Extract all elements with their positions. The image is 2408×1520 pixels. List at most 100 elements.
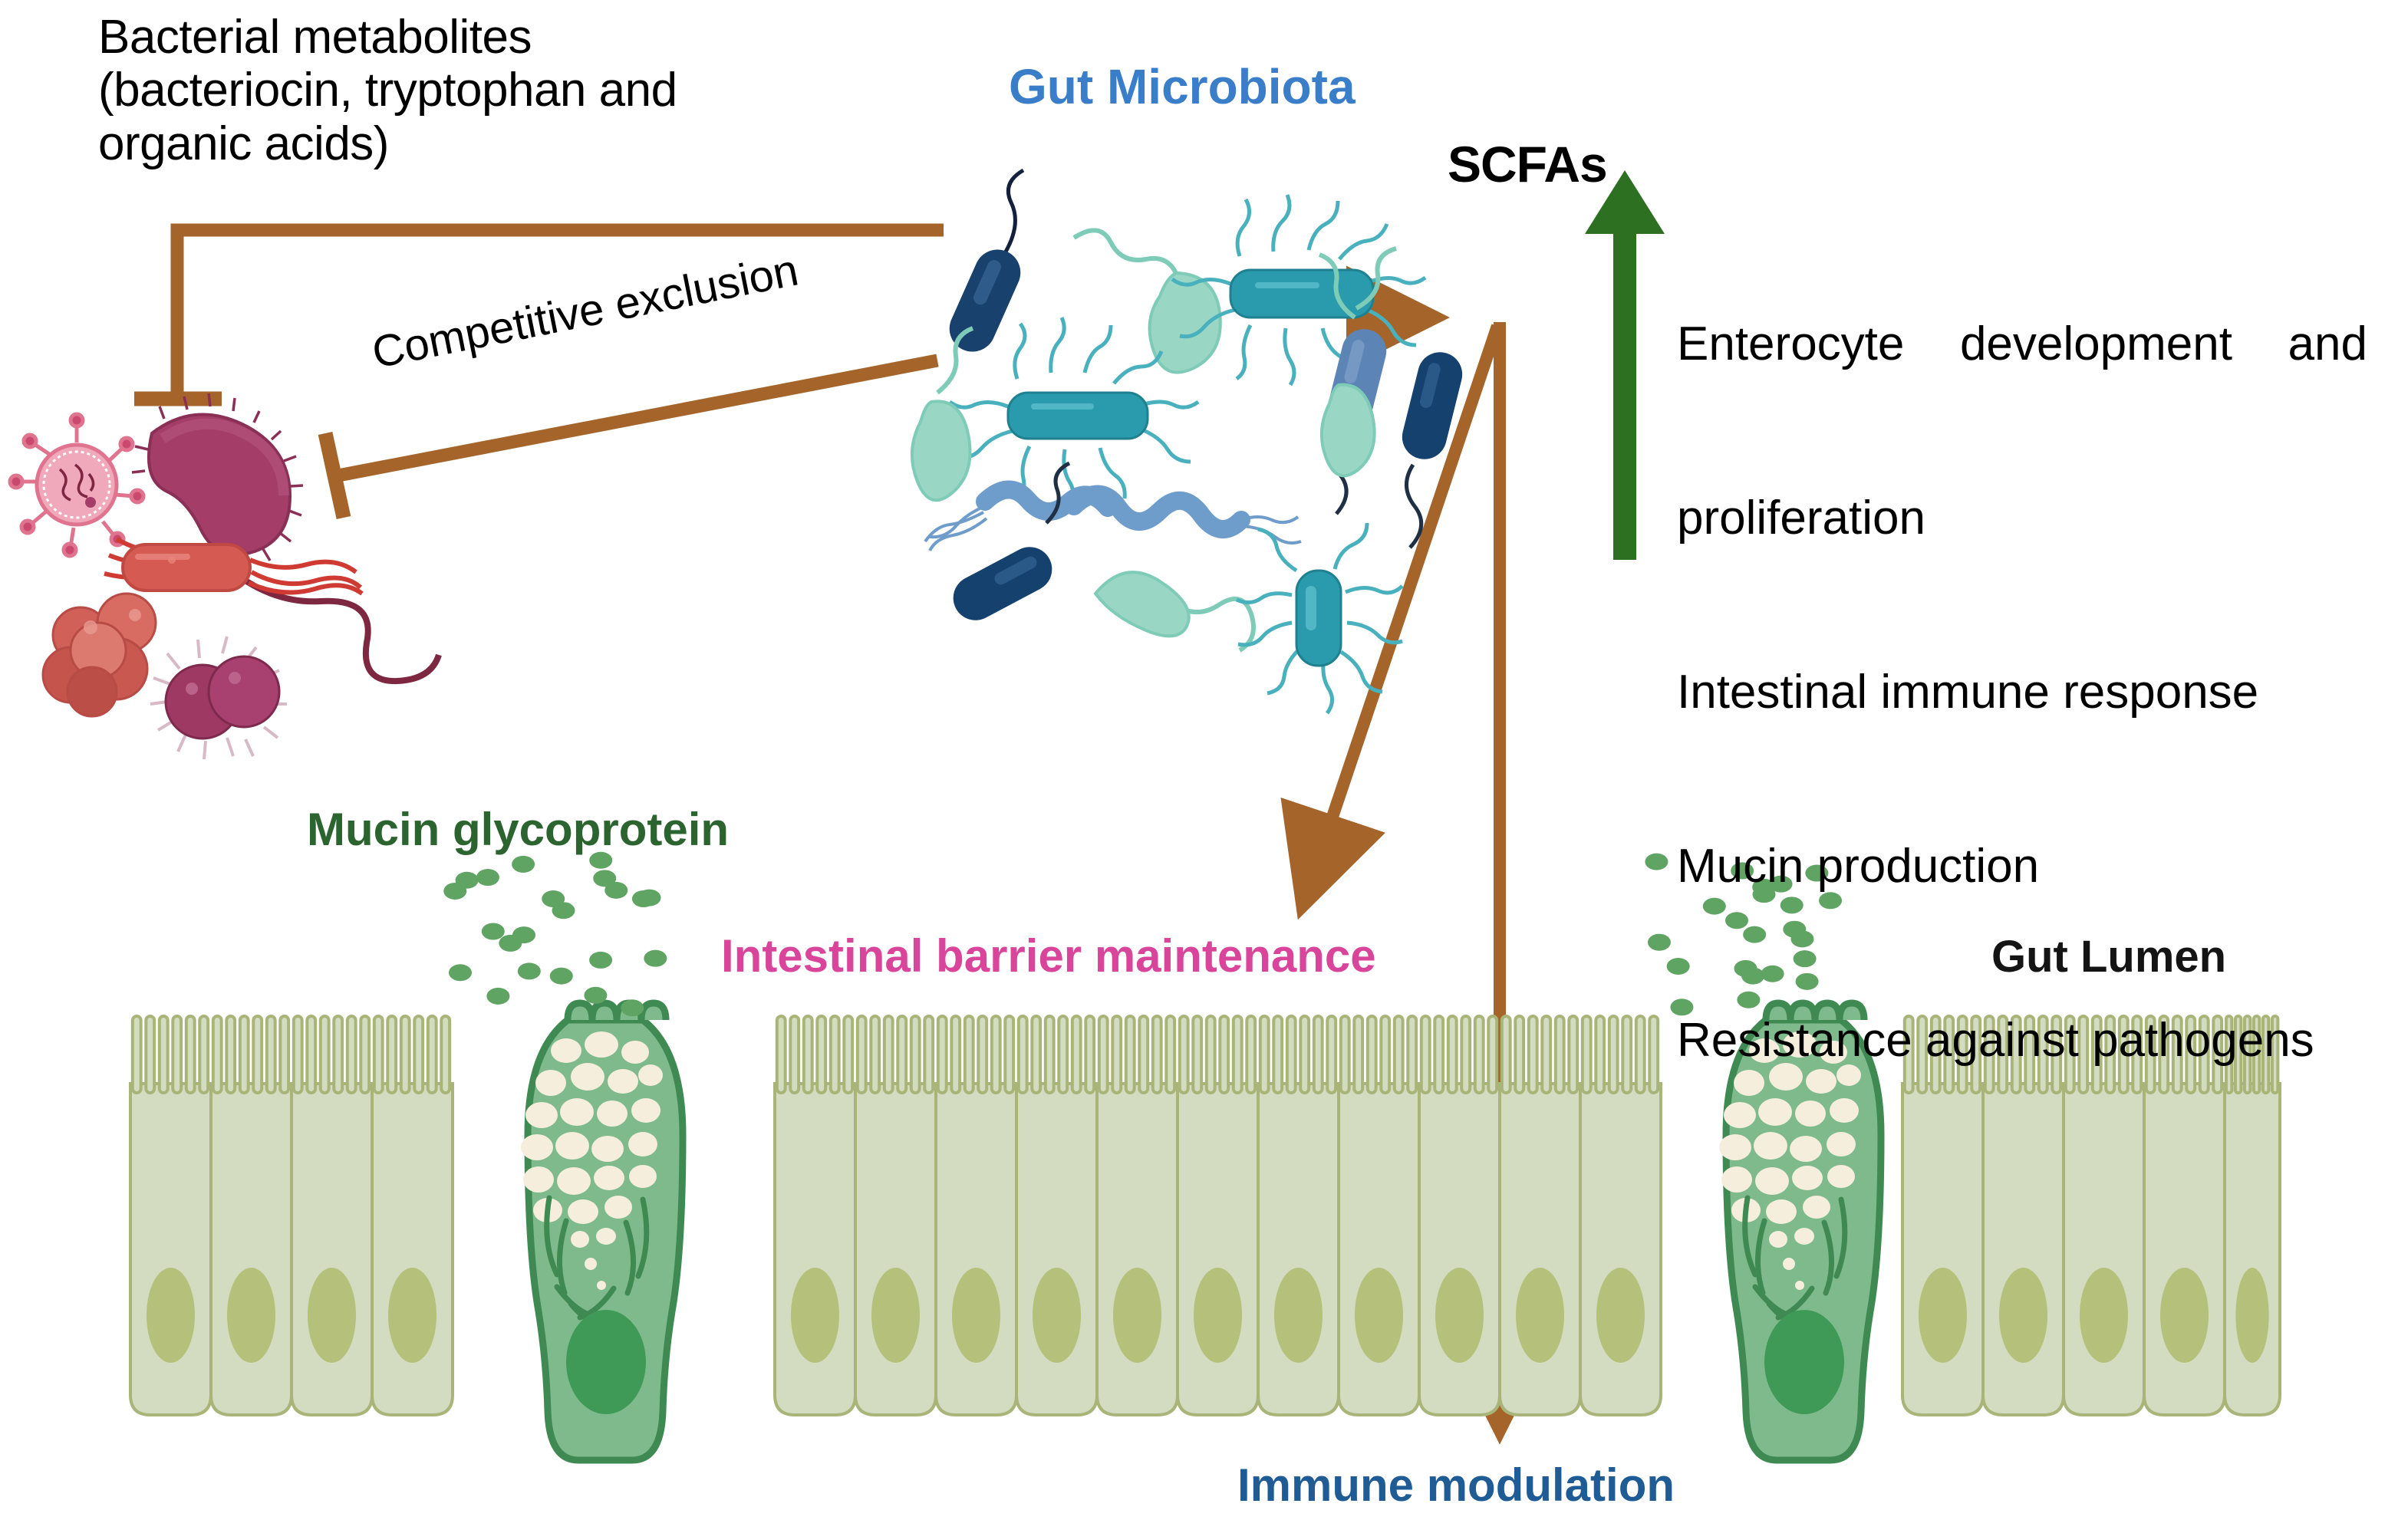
microvillus bbox=[1997, 1015, 2009, 1094]
coccus-cluster-pathogen bbox=[41, 592, 157, 718]
mucin-dot bbox=[589, 851, 613, 869]
inhibition-arrow-competitive-exclusion bbox=[318, 354, 939, 520]
mucin-dot bbox=[621, 999, 644, 1017]
microvillus bbox=[1016, 1015, 1029, 1094]
enterocyte bbox=[1337, 1015, 1421, 1416]
microvillus bbox=[923, 1015, 935, 1094]
enterocyte-nucleus bbox=[147, 1268, 195, 1363]
microvillus bbox=[2198, 1015, 2210, 1094]
mucin-dot bbox=[1741, 967, 1765, 985]
microvillus bbox=[2144, 1015, 2156, 1094]
microvillus bbox=[2064, 1015, 2076, 1094]
mucin-dot bbox=[631, 890, 655, 908]
microvillus bbox=[1487, 1015, 1499, 1094]
mucin-dot bbox=[443, 882, 467, 900]
microvillus bbox=[171, 1015, 183, 1094]
mucin-dot bbox=[593, 870, 617, 887]
microvillus bbox=[1124, 1015, 1136, 1094]
microvillus bbox=[1943, 1015, 1955, 1094]
microvillus bbox=[1500, 1015, 1512, 1094]
enterocyte bbox=[934, 1015, 1018, 1416]
mucin-dot bbox=[1819, 892, 1843, 910]
microvillus bbox=[2270, 1015, 2280, 1094]
mucin-dot bbox=[1702, 897, 1726, 915]
benefit-line-5: Resistance against pathogens bbox=[1677, 1013, 2314, 1067]
microvillus bbox=[198, 1015, 210, 1094]
microvillus bbox=[1929, 1015, 1942, 1094]
enterocyte bbox=[2223, 1015, 2281, 1416]
microbe-mint-vibrio-4 bbox=[1093, 571, 1256, 653]
microvillus bbox=[2024, 1015, 2036, 1094]
microvillus bbox=[386, 1015, 398, 1094]
mucin-dot bbox=[486, 987, 510, 1005]
label-gut-microbiota: Gut Microbiota bbox=[1009, 59, 1356, 114]
label-bacterial-metabolites: Bacterial metabolites (bacteriocin, tryp… bbox=[98, 11, 677, 170]
enterocyte-nucleus bbox=[227, 1268, 275, 1363]
microvillus bbox=[252, 1015, 264, 1094]
mucin-dot bbox=[1670, 999, 1694, 1016]
microvillus bbox=[1594, 1015, 1606, 1094]
microbe-teal-rod-1 bbox=[1171, 194, 1427, 387]
microvillus bbox=[2261, 1015, 2271, 1094]
microvillus bbox=[372, 1015, 384, 1094]
microvillus bbox=[815, 1015, 828, 1094]
mucin-dot bbox=[1647, 933, 1671, 951]
enterocyte-nucleus bbox=[2235, 1268, 2269, 1363]
microvillus bbox=[1312, 1015, 1324, 1094]
enterocyte-nucleus bbox=[308, 1268, 356, 1363]
curved-rod-pathogen bbox=[131, 393, 442, 685]
enterocyte-nucleus bbox=[1355, 1268, 1403, 1363]
microvillus bbox=[2117, 1015, 2130, 1094]
pathogen-group bbox=[8, 393, 442, 760]
microvillus bbox=[1326, 1015, 1338, 1094]
microvillus bbox=[1178, 1015, 1190, 1094]
microvillus bbox=[896, 1015, 908, 1094]
microvillus bbox=[144, 1015, 156, 1094]
enterocyte bbox=[1981, 1015, 2065, 1416]
mucin-dot bbox=[1731, 862, 1754, 880]
microvillus bbox=[265, 1015, 277, 1094]
enterocyte bbox=[1176, 1015, 1260, 1416]
microvillus bbox=[802, 1015, 814, 1094]
microvillus bbox=[359, 1015, 371, 1094]
arrow-scfas-to-barrier bbox=[1280, 324, 1504, 920]
microvillus bbox=[238, 1015, 250, 1094]
goblet-cell-right bbox=[1719, 999, 1885, 1464]
microvillus bbox=[130, 1015, 143, 1094]
label-mucin-glycoprotein: Mucin glycoprotein bbox=[307, 804, 730, 855]
benefits-list: Enterocyte development and proliferation… bbox=[1677, 199, 2367, 1127]
label-scfas: SCFAs bbox=[1448, 136, 1608, 192]
microvillus bbox=[211, 1015, 223, 1094]
enterocyte bbox=[371, 1015, 454, 1416]
microvillus bbox=[332, 1015, 344, 1094]
microvillus bbox=[855, 1015, 868, 1094]
microvillus bbox=[440, 1015, 452, 1094]
microvillus bbox=[1580, 1015, 1593, 1094]
microvillus bbox=[2233, 1015, 2243, 1094]
enterocyte-nucleus bbox=[952, 1268, 1000, 1363]
enterocyte bbox=[1095, 1015, 1179, 1416]
microvillus bbox=[977, 1015, 989, 1094]
enterocyte bbox=[1418, 1015, 1501, 1416]
microvillus bbox=[2051, 1015, 2063, 1094]
microvillus bbox=[2104, 1015, 2116, 1094]
microbe-teal-rod-3 bbox=[1235, 522, 1404, 715]
enterocyte bbox=[1498, 1015, 1582, 1416]
rod-pathogen-flagellated bbox=[104, 537, 364, 596]
microvillus bbox=[1285, 1015, 1297, 1094]
microvillus bbox=[2158, 1015, 2170, 1094]
microvillus bbox=[2090, 1015, 2103, 1094]
gut-microbiota-group bbox=[910, 168, 1463, 715]
mucin-dot bbox=[1645, 853, 1668, 870]
microvillus bbox=[1043, 1015, 1056, 1094]
mucin-dot bbox=[512, 855, 535, 873]
microvillus bbox=[2131, 1015, 2143, 1094]
mucin-dot bbox=[589, 951, 613, 969]
enterocyte bbox=[1579, 1015, 1662, 1416]
mucin-dot bbox=[644, 949, 667, 967]
mucin-dot bbox=[1795, 972, 1819, 990]
benefit-line-2: proliferation bbox=[1677, 492, 1925, 545]
enterocyte bbox=[2143, 1015, 2226, 1416]
microvillus bbox=[278, 1015, 291, 1094]
microvillus bbox=[1473, 1015, 1485, 1094]
